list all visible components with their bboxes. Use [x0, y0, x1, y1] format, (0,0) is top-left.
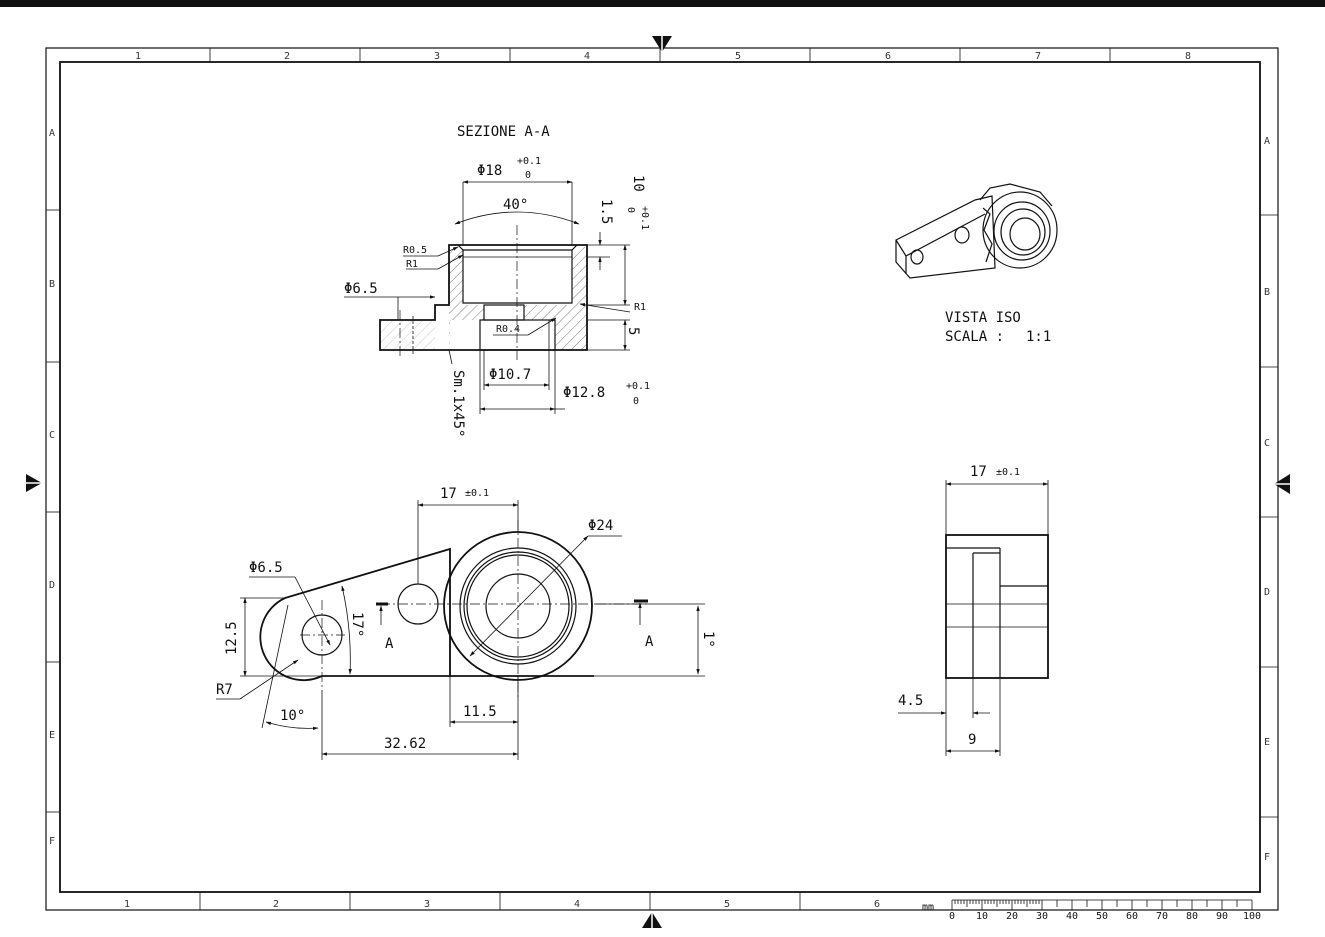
- front-view: 17 ±0.1 Φ24 Φ6.5 12.5 17° R7 10° A A: [216, 486, 716, 760]
- ruler-tick-label: 50: [1096, 911, 1108, 922]
- zone-row-right: E: [1264, 737, 1270, 748]
- bore-diameter-label: Φ18: [477, 163, 502, 179]
- zone-row-left: C: [49, 430, 55, 441]
- ruler-unit-label: mm: [922, 902, 934, 913]
- outer-diameter-label: Φ24: [588, 518, 613, 534]
- height-tolerance-lower: 0: [625, 207, 636, 213]
- ruler-tick-label: 20: [1006, 911, 1018, 922]
- angle-17-label: 17°: [349, 612, 365, 637]
- scan-top-edge: [0, 0, 1325, 7]
- pivot-hole-diameter-label: Φ6.5: [249, 560, 283, 576]
- scale-ruler: mm 0 10 20 30 40 50 60 70 80 90 100: [922, 899, 1261, 922]
- zone-col-top: 6: [885, 51, 891, 62]
- zone-row-left: E: [49, 730, 55, 741]
- zone-row-right: D: [1264, 587, 1270, 598]
- r1-left-label: R1: [406, 259, 418, 270]
- zone-col-top: 3: [434, 51, 440, 62]
- ruler-tick-label: 30: [1036, 911, 1048, 922]
- section-view: SEZIONE A-A Φ18 +0.1 0 40° 10 +0.1: [344, 124, 650, 437]
- iso-title: VISTA ISO: [945, 310, 1021, 326]
- zone-col-top: 7: [1035, 51, 1041, 62]
- ruler-tick-label: 60: [1126, 911, 1138, 922]
- iso-view: VISTA ISO SCALA : 1:1: [895, 183, 1058, 345]
- side-width-label: 17: [970, 464, 987, 480]
- zone-row-right: B: [1264, 287, 1270, 298]
- zone-row-left: B: [49, 279, 55, 290]
- zone-col-bottom: 1: [124, 899, 130, 910]
- angle-10-label: 10°: [280, 708, 305, 724]
- length-label: 32.62: [384, 736, 426, 752]
- zone-row-left: F: [49, 836, 55, 847]
- hole-diameter-label: Φ6.5: [344, 281, 378, 297]
- zone-col-top: 5: [735, 51, 741, 62]
- center-distance-label: 17: [440, 486, 457, 502]
- drawing-frame: 1 2 3 4 5 6 7 8 1 2 3 4 5 6 A B C D E F …: [26, 36, 1290, 928]
- iso-part-drawing: [895, 183, 1058, 279]
- seat-tolerance-upper: +0.1: [626, 381, 650, 392]
- section-mark-right: A: [645, 634, 654, 650]
- zone-col-bottom: 4: [574, 899, 580, 910]
- iso-scale-value: 1:1: [1026, 329, 1051, 345]
- height-label: 12.5: [224, 621, 240, 655]
- section-hatch-right: [524, 247, 587, 350]
- bore-tolerance-lower: 0: [525, 170, 531, 181]
- side-view-outline: [945, 534, 1049, 679]
- zone-row-right: C: [1264, 438, 1270, 449]
- angle-1-label: 1°: [700, 631, 716, 648]
- side-view: 17 ±0.1 4.5 9: [898, 464, 1049, 756]
- height-label: 10: [630, 175, 646, 192]
- chamfer-depth-label: 1.5: [598, 199, 614, 224]
- ruler-tick-label: 80: [1186, 911, 1198, 922]
- section-hatch-left: [449, 247, 484, 350]
- chamfer-note: Sm.1x45°: [450, 370, 466, 437]
- front-lever-outline: [259, 547, 451, 681]
- zone-col-bottom: 6: [874, 899, 880, 910]
- zone-col-top: 2: [284, 51, 290, 62]
- center-distance-tolerance: ±0.1: [465, 488, 489, 499]
- zone-col-top: 4: [584, 51, 590, 62]
- seat-tolerance-lower: 0: [633, 396, 639, 407]
- ruler-tick-label: 10: [976, 911, 988, 922]
- side-depth-label: 9: [968, 732, 976, 748]
- ruler-tick-label: 100: [1243, 911, 1261, 922]
- ruler-tick-label: 90: [1216, 911, 1228, 922]
- r05-label: R0.5: [403, 245, 427, 256]
- side-offset-label: 4.5: [898, 693, 923, 709]
- zone-col-bottom: 5: [724, 899, 730, 910]
- side-width-tolerance: ±0.1: [996, 467, 1020, 478]
- ruler-tick-label: 70: [1156, 911, 1168, 922]
- inner-diameter-label: Φ10.7: [489, 367, 531, 383]
- step-label: 5: [625, 327, 641, 335]
- zone-col-bottom: 2: [273, 899, 279, 910]
- ruler-tick-label: 0: [949, 911, 955, 922]
- section-title: SEZIONE A-A: [457, 124, 550, 140]
- inner-border: [59, 61, 1261, 893]
- zone-row-right: A: [1264, 136, 1270, 147]
- r1-right-label: R1: [634, 302, 646, 313]
- zone-row-left: A: [49, 128, 55, 139]
- bore-tolerance-upper: +0.1: [517, 156, 541, 167]
- zone-row-left: D: [49, 580, 55, 591]
- zone-row-right: F: [1264, 852, 1270, 863]
- height-tolerance-upper: +0.1: [639, 206, 650, 230]
- width-11-5-label: 11.5: [463, 704, 497, 720]
- section-mark-left: A: [385, 636, 394, 652]
- iso-scale-label: SCALA :: [945, 329, 1004, 345]
- zone-col-top: 8: [1185, 51, 1191, 62]
- zone-col-top: 1: [135, 51, 141, 62]
- seat-diameter-label: Φ12.8: [563, 385, 605, 401]
- zone-col-bottom: 3: [424, 899, 430, 910]
- chamfer-angle-label: 40°: [503, 197, 528, 213]
- radius-label: R7: [216, 682, 233, 698]
- ruler-tick-label: 40: [1066, 911, 1078, 922]
- section-lug: [380, 320, 435, 350]
- r04-label: R0.4: [496, 324, 520, 335]
- outer-border: [45, 47, 1279, 911]
